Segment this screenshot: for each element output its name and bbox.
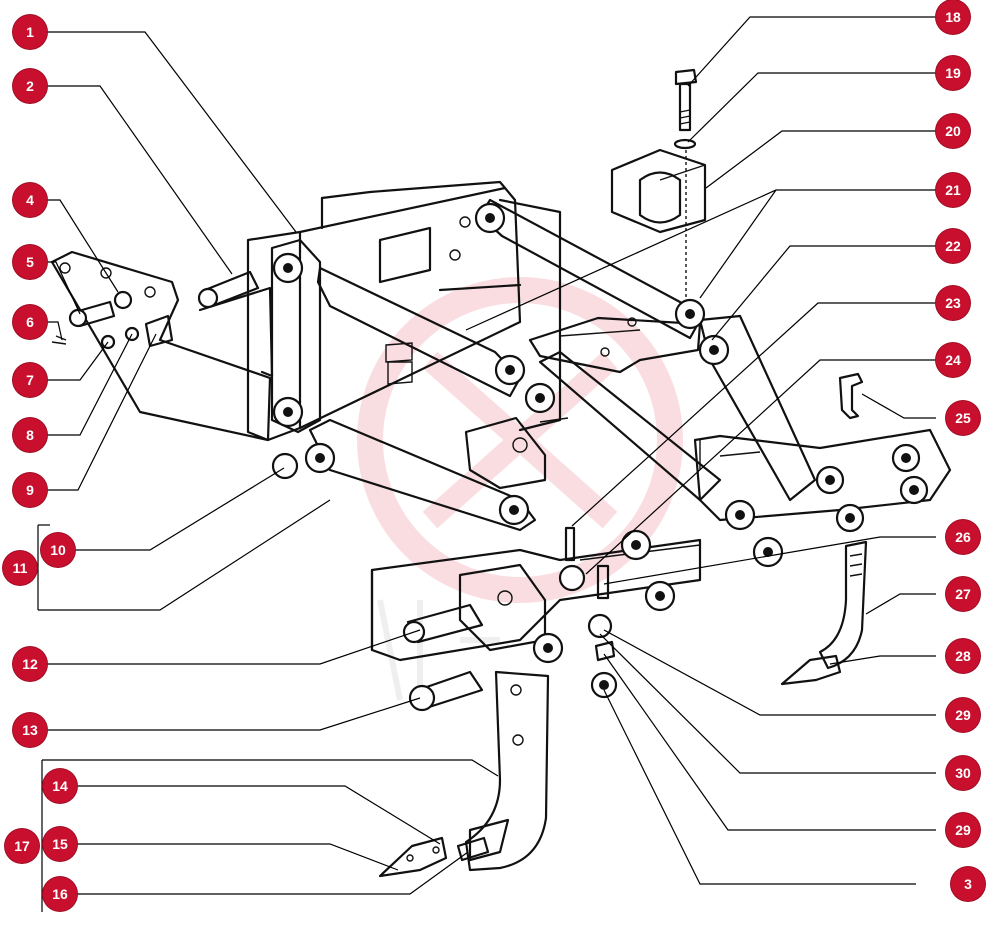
callout-5[interactable]: 5 xyxy=(13,245,47,279)
side-plate xyxy=(50,250,274,442)
callout-10[interactable]: 10 xyxy=(41,533,75,567)
callout-7[interactable]: 7 xyxy=(13,363,47,397)
callout-3[interactable]: 3 xyxy=(951,867,985,901)
callout-16[interactable]: 16 xyxy=(43,877,77,911)
callout-2[interactable]: 2 xyxy=(13,69,47,103)
lower-arm xyxy=(538,314,952,522)
shank xyxy=(378,670,550,878)
callout-24[interactable]: 24 xyxy=(936,343,970,377)
callout-26[interactable]: 26 xyxy=(946,520,980,554)
callout-29b[interactable]: 29 xyxy=(946,813,980,847)
callout-4[interactable]: 4 xyxy=(13,183,47,217)
callout-8[interactable]: 8 xyxy=(13,418,47,452)
callout-30[interactable]: 30 xyxy=(946,756,980,790)
callout-28[interactable]: 28 xyxy=(946,639,980,673)
main-frame xyxy=(246,180,569,490)
callout-17[interactable]: 17 xyxy=(5,829,39,863)
callout-22[interactable]: 22 xyxy=(936,229,970,263)
callout-19[interactable]: 19 xyxy=(936,56,970,90)
callout-12[interactable]: 12 xyxy=(13,647,47,681)
callout-14[interactable]: 14 xyxy=(43,769,77,803)
pins xyxy=(51,202,929,712)
callout-18[interactable]: 18 xyxy=(936,0,970,34)
callout-9[interactable]: 9 xyxy=(13,473,47,507)
callout-13[interactable]: 13 xyxy=(13,713,47,747)
callout-21[interactable]: 21 xyxy=(936,173,970,207)
leader-lines xyxy=(37,16,936,912)
cross-beam xyxy=(528,316,702,374)
callout-29a[interactable]: 29 xyxy=(946,698,980,732)
callout-15[interactable]: 15 xyxy=(43,827,77,861)
small-bolts xyxy=(564,526,616,662)
callout-6[interactable]: 6 xyxy=(13,305,47,339)
callout-27[interactable]: 27 xyxy=(946,577,980,611)
rear-shank xyxy=(780,540,868,686)
callout-23[interactable]: 23 xyxy=(936,286,970,320)
callout-11[interactable]: 11 xyxy=(3,551,37,585)
callout-1[interactable]: 1 xyxy=(13,15,47,49)
callout-20[interactable]: 20 xyxy=(936,114,970,148)
bolt-clamp-set xyxy=(610,68,707,300)
spring-clip xyxy=(838,372,864,420)
callout-25[interactable]: 25 xyxy=(946,401,980,435)
